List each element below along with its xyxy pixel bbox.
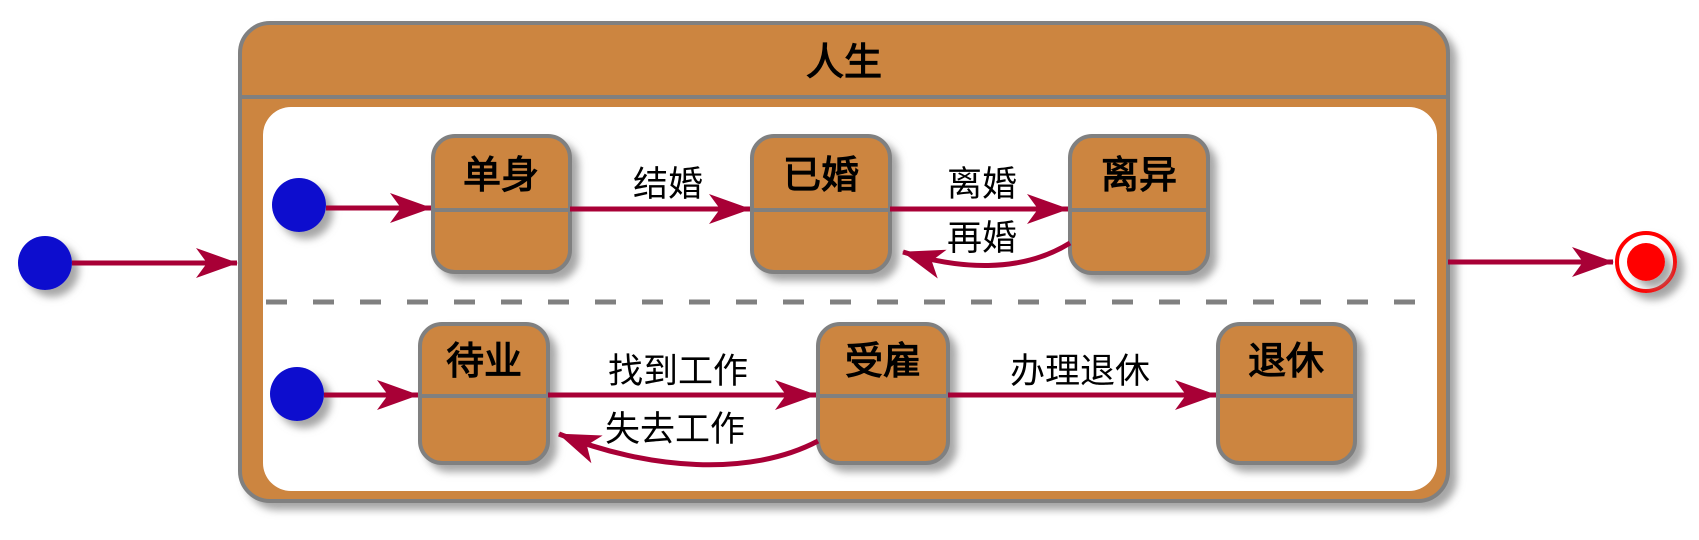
composite-state-life: 人生 单身 结婚 已婚 离婚 离: [238, 21, 1450, 503]
transition-label-find-job: 找到工作: [608, 352, 748, 392]
state-married: 已婚: [750, 134, 892, 274]
state-name-label: 受雇: [845, 339, 921, 383]
state-name-label: 离异: [1101, 153, 1177, 197]
transition-label-marry: 结婚: [633, 165, 703, 205]
initial-state-marital: [272, 178, 326, 232]
transition-divorced-to-married: [902, 240, 1072, 279]
composite-state-title: 人生: [806, 40, 882, 84]
region-employment-status: 待业 找到工作 受雇 失去工作 办理退休 退休: [270, 322, 1357, 468]
initial-state-outer: [18, 236, 72, 290]
transition-label-lose-job: 失去工作: [605, 410, 745, 450]
final-state: [1615, 231, 1677, 293]
state-name-label: 单身: [463, 153, 539, 197]
state-box: [750, 134, 892, 274]
state-employed: 受雇: [816, 322, 950, 465]
region-marital-status: 单身 结婚 已婚 离婚 离异 再婚: [272, 134, 1210, 279]
state-box: [1068, 134, 1210, 275]
state-name-label: 待业: [446, 339, 522, 383]
state-retired: 退休: [1216, 322, 1357, 465]
state-name-label: 已婚: [783, 153, 859, 197]
state-name-label: 退休: [1248, 339, 1325, 383]
state-single: 单身: [431, 134, 572, 274]
initial-state-employment: [270, 367, 324, 421]
state-box: [1216, 322, 1357, 465]
transition-employed-to-unemployed: [558, 431, 820, 468]
state-box: [431, 134, 572, 274]
final-state-dot: [1627, 243, 1665, 281]
state-divorced: 离异: [1068, 134, 1210, 275]
transition-label-retire: 办理退休: [1010, 352, 1150, 392]
transition-label-divorce: 离婚: [947, 165, 1017, 205]
state-unemployed: 待业: [418, 322, 550, 465]
transition-label-remarry: 再婚: [947, 219, 1017, 259]
